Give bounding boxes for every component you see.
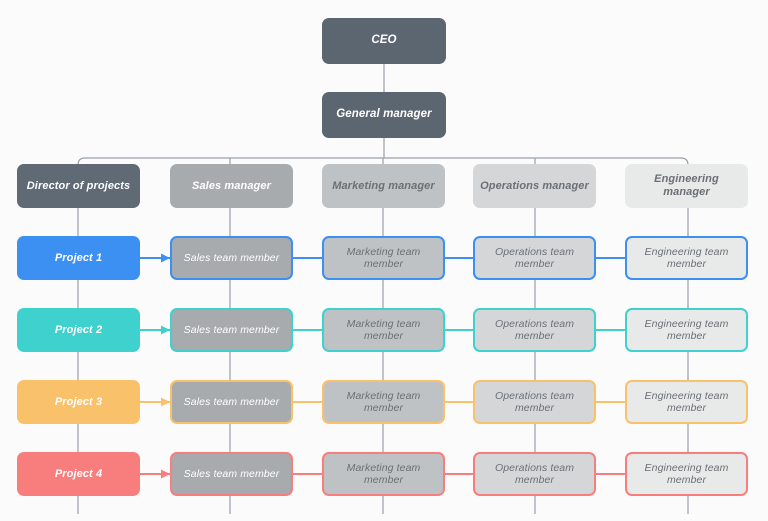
node-project-3-engineering-manager-member[interactable]: Engineering team member bbox=[625, 380, 748, 424]
node-project-1-operations-manager-member[interactable]: Operations team member bbox=[473, 236, 596, 280]
node-project-4-engineering-manager-member[interactable]: Engineering team member bbox=[625, 452, 748, 496]
node-project-3-sales-manager-member-label: Sales team member bbox=[183, 395, 280, 408]
node-project-3-sales-manager-member[interactable]: Sales team member bbox=[170, 380, 293, 424]
node-project-1-marketing-manager-member-label: Marketing team member bbox=[346, 245, 421, 270]
node-ceo-label: CEO bbox=[371, 34, 397, 47]
node-engineering-manager-label: Engineering manager bbox=[654, 173, 719, 198]
node-project-2-operations-manager-member-label: Operations team member bbox=[494, 317, 575, 342]
node-project-4-engineering-manager-member-label: Engineering team member bbox=[644, 461, 729, 486]
node-project-1-operations-manager-member-label: Operations team member bbox=[494, 245, 575, 270]
node-project-2-operations-manager-member[interactable]: Operations team member bbox=[473, 308, 596, 352]
node-project-3-operations-manager-member[interactable]: Operations team member bbox=[473, 380, 596, 424]
node-project-2-sales-manager-member-label: Sales team member bbox=[183, 323, 280, 336]
node-project-2-engineering-manager-member-label: Engineering team member bbox=[644, 317, 729, 342]
node-marketing-manager-label: Marketing manager bbox=[332, 179, 435, 192]
node-ceo[interactable]: CEO bbox=[322, 18, 446, 64]
node-project-4-marketing-manager-member-label: Marketing team member bbox=[346, 461, 421, 486]
node-project-1-label: Project 1 bbox=[54, 251, 103, 264]
node-project-1-engineering-manager-member-label: Engineering team member bbox=[644, 245, 729, 270]
node-marketing-manager[interactable]: Marketing manager bbox=[322, 164, 445, 208]
node-project-4-label: Project 4 bbox=[54, 467, 103, 480]
node-general-manager[interactable]: General manager bbox=[322, 92, 446, 138]
arrow-head-icon bbox=[161, 253, 170, 263]
node-director-of-projects-label: Director of projects bbox=[26, 179, 131, 192]
node-director-of-projects[interactable]: Director of projects bbox=[17, 164, 140, 208]
node-project-2-marketing-manager-member-label: Marketing team member bbox=[346, 317, 421, 342]
arrow-head-icon bbox=[161, 325, 170, 335]
node-project-1-sales-manager-member-label: Sales team member bbox=[183, 251, 280, 264]
node-project-2[interactable]: Project 2 bbox=[17, 308, 140, 352]
node-project-2-sales-manager-member[interactable]: Sales team member bbox=[170, 308, 293, 352]
node-project-3-marketing-manager-member-label: Marketing team member bbox=[346, 389, 421, 414]
node-engineering-manager[interactable]: Engineering manager bbox=[625, 164, 748, 208]
node-sales-manager-label: Sales manager bbox=[192, 179, 271, 192]
node-operations-manager[interactable]: Operations manager bbox=[473, 164, 596, 208]
node-project-4-sales-manager-member-label: Sales team member bbox=[183, 467, 280, 480]
node-project-3-label: Project 3 bbox=[54, 395, 103, 408]
node-project-2-marketing-manager-member[interactable]: Marketing team member bbox=[322, 308, 445, 352]
node-project-4-sales-manager-member[interactable]: Sales team member bbox=[170, 452, 293, 496]
arrow-head-icon bbox=[161, 397, 170, 407]
node-project-4-marketing-manager-member[interactable]: Marketing team member bbox=[322, 452, 445, 496]
node-project-1-engineering-manager-member[interactable]: Engineering team member bbox=[625, 236, 748, 280]
node-project-4-operations-manager-member[interactable]: Operations team member bbox=[473, 452, 596, 496]
node-project-3-engineering-manager-member-label: Engineering team member bbox=[644, 389, 729, 414]
node-project-4[interactable]: Project 4 bbox=[17, 452, 140, 496]
node-project-3-marketing-manager-member[interactable]: Marketing team member bbox=[322, 380, 445, 424]
node-project-1-sales-manager-member[interactable]: Sales team member bbox=[170, 236, 293, 280]
node-project-2-label: Project 2 bbox=[54, 323, 103, 336]
node-project-1[interactable]: Project 1 bbox=[17, 236, 140, 280]
arrow-head-icon bbox=[161, 469, 170, 479]
node-operations-manager-label: Operations manager bbox=[480, 179, 589, 192]
node-sales-manager[interactable]: Sales manager bbox=[170, 164, 293, 208]
node-project-3-operations-manager-member-label: Operations team member bbox=[494, 389, 575, 414]
node-project-3[interactable]: Project 3 bbox=[17, 380, 140, 424]
node-general-manager-label: General manager bbox=[336, 108, 432, 121]
node-project-2-engineering-manager-member[interactable]: Engineering team member bbox=[625, 308, 748, 352]
node-project-4-operations-manager-member-label: Operations team member bbox=[494, 461, 575, 486]
node-project-1-marketing-manager-member[interactable]: Marketing team member bbox=[322, 236, 445, 280]
